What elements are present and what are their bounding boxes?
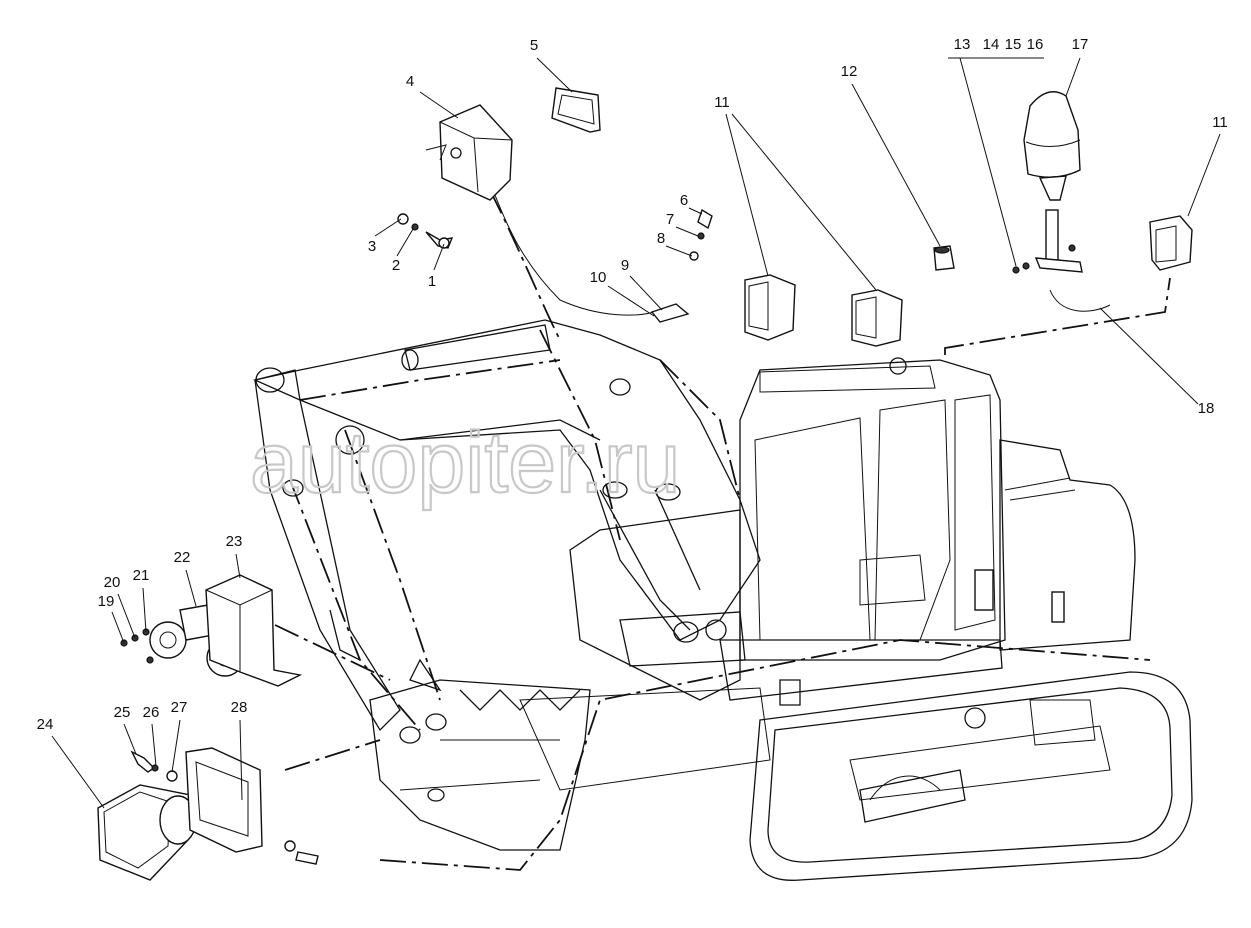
callout-24: 24 <box>37 716 54 733</box>
callout-13: 13 <box>954 36 971 53</box>
callout-6: 6 <box>680 192 688 209</box>
wiring-leaders <box>274 189 1171 771</box>
callout-7: 7 <box>666 211 674 228</box>
callout-5: 5 <box>530 37 538 54</box>
switch-parts-6-7-8 <box>689 208 713 261</box>
callout-18: 18 <box>1198 400 1215 417</box>
lens-5 <box>551 87 601 133</box>
excavator-drawing <box>252 189 1193 881</box>
work-lamp-11-right <box>1149 215 1193 271</box>
upper-structure <box>569 439 1136 706</box>
callout-22: 22 <box>174 549 191 566</box>
callout-25: 25 <box>114 704 131 721</box>
beacon-17 <box>1012 91 1083 274</box>
watermark-text: autopiter.ru <box>250 415 680 511</box>
callout-11: 11 <box>1212 114 1228 131</box>
callout-17: 17 <box>1072 36 1089 53</box>
callout-8: 8 <box>657 230 665 247</box>
callout-28: 28 <box>231 699 248 716</box>
callout-19: 19 <box>98 593 115 610</box>
callout-21: 21 <box>133 567 150 584</box>
bucket <box>369 658 591 851</box>
callout-14: 14 <box>983 36 1000 53</box>
callout-11: 11 <box>714 94 730 111</box>
callout-1: 1 <box>428 273 436 290</box>
callout-16: 16 <box>1027 36 1044 53</box>
arm <box>254 367 441 732</box>
callout-4: 4 <box>406 73 414 90</box>
operator-cab <box>739 357 1006 661</box>
callout-27: 27 <box>171 699 188 716</box>
track-assembly <box>379 639 1193 881</box>
callout-9: 9 <box>621 257 629 274</box>
headlamp-24 <box>97 784 197 881</box>
callout-20: 20 <box>104 574 121 591</box>
work-lamp-11-center <box>851 289 903 347</box>
callout-12: 12 <box>841 63 858 80</box>
callout-3: 3 <box>368 238 376 255</box>
callout-26: 26 <box>143 704 160 721</box>
callout-2: 2 <box>392 257 400 274</box>
boom <box>252 319 761 643</box>
relay-box-23 <box>205 574 303 687</box>
callout-15: 15 <box>1005 36 1022 53</box>
work-lamp-11-left <box>744 274 796 341</box>
grommet-12 <box>933 245 955 271</box>
bolt-1 <box>425 231 454 249</box>
bracket-9 <box>650 303 690 323</box>
work-lamp-box-4 <box>425 104 513 201</box>
callout-leaders <box>51 57 1221 809</box>
callout-23: 23 <box>226 533 243 550</box>
headlamp-bracket-28 <box>185 747 319 865</box>
callout-10: 10 <box>590 269 607 286</box>
bolt-washers-25-27 <box>130 750 178 782</box>
washers-2-3 <box>397 213 419 231</box>
